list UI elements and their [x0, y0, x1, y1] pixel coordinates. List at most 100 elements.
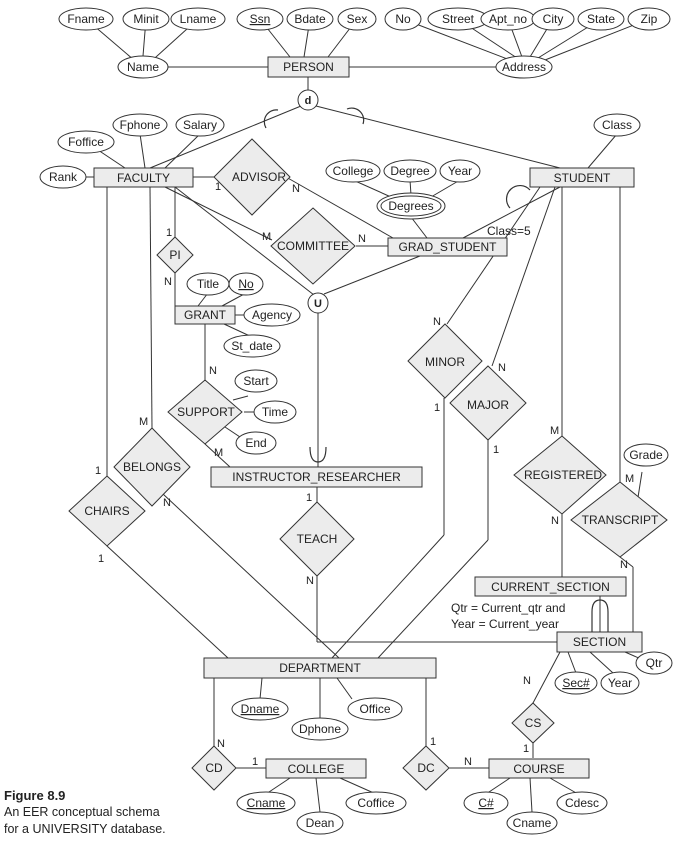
svg-text:M: M: [550, 425, 559, 437]
attr-rank: Rank: [49, 170, 78, 184]
attribute-labels: Fname Minit Lname Ssn Bdate Sex No Stree…: [49, 12, 663, 830]
svg-text:1: 1: [434, 402, 440, 414]
subset-arc-instructor: [309, 446, 327, 463]
svg-text:GRAD_STUDENT: GRAD_STUDENT: [398, 240, 497, 254]
entity-section[interactable]: SECTION: [556, 631, 643, 653]
subset-arcs: [263, 107, 609, 632]
attr-year: Year: [448, 164, 472, 178]
attr-sec-year: Year: [608, 676, 632, 690]
entity-person[interactable]: PERSON: [267, 56, 350, 78]
entity-faculty[interactable]: FACULTY: [93, 167, 194, 188]
connector-lines: [85, 18, 650, 813]
attr-fname: Fname: [67, 12, 105, 26]
svg-text:N: N: [523, 675, 531, 687]
entity-current-section[interactable]: CURRENT_SECTION: [474, 576, 627, 597]
attr-office: Office: [359, 702, 390, 716]
svg-text:CHAIRS: CHAIRS: [84, 504, 129, 518]
svg-text:1: 1: [523, 743, 529, 755]
svg-text:SECTION: SECTION: [573, 635, 626, 649]
entity-instructor-researcher[interactable]: INSTRUCTOR_RESEARCHER: [210, 466, 423, 488]
svg-text:PI: PI: [169, 248, 180, 262]
svg-text:N: N: [358, 233, 366, 245]
attr-coffice: Coffice: [357, 796, 394, 810]
svg-text:N: N: [163, 497, 171, 509]
svg-text:N: N: [164, 276, 172, 288]
svg-text:STUDENT: STUDENT: [554, 171, 611, 185]
svg-text:SUPPORT: SUPPORT: [177, 405, 235, 419]
attr-degrees: Degrees: [388, 199, 433, 213]
attr-city: City: [543, 12, 564, 26]
svg-text:N: N: [620, 559, 628, 571]
disjoint-circle: d: [297, 89, 319, 111]
relationship-major[interactable]: MAJOR: [449, 365, 527, 441]
figure-caption: Figure 8.9 An EER conceptual schema for …: [4, 787, 166, 838]
attr-college: College: [333, 164, 374, 178]
relationship-advisor[interactable]: ADVISOR: [213, 138, 291, 216]
attr-ssn: Ssn: [250, 12, 271, 26]
relationship-support[interactable]: SUPPORT: [167, 379, 243, 445]
attr-grade: Grade: [629, 448, 663, 462]
svg-text:ADVISOR: ADVISOR: [232, 170, 286, 184]
svg-text:N: N: [551, 515, 559, 527]
union-circle: U: [307, 292, 329, 314]
relationship-cs[interactable]: CS: [511, 702, 555, 744]
svg-text:N: N: [498, 362, 506, 374]
attr-sex: Sex: [347, 12, 368, 26]
svg-text:TRANSCRIPT: TRANSCRIPT: [582, 513, 659, 527]
current-predicate-line1: Qtr = Current_qtr and: [451, 601, 565, 615]
caption-line-2: for a UNIVERSITY database.: [4, 822, 166, 836]
attr-street: Street: [442, 12, 475, 26]
attr-course-cname: Cname: [513, 816, 552, 830]
svg-text:1: 1: [306, 492, 312, 504]
svg-text:TEACH: TEACH: [297, 532, 338, 546]
attr-dean: Dean: [306, 816, 335, 830]
relationship-cd[interactable]: CD: [191, 745, 237, 791]
attr-start: Start: [243, 374, 269, 388]
relationship-chairs[interactable]: CHAIRS: [68, 475, 146, 547]
subset-arc-faculty: [263, 109, 279, 129]
svg-text:FACULTY: FACULTY: [117, 171, 170, 185]
entity-course[interactable]: COURSE: [488, 758, 590, 779]
attr-fphone: Fphone: [120, 118, 161, 132]
svg-text:GRANT: GRANT: [184, 308, 227, 322]
subset-arc-grad: [505, 184, 531, 209]
attr-lname: Lname: [180, 12, 217, 26]
attr-minit: Minit: [133, 12, 159, 26]
attr-degree: Degree: [390, 164, 430, 178]
attr-time: Time: [262, 405, 289, 419]
entity-grant[interactable]: GRANT: [174, 305, 236, 325]
entity-department[interactable]: DEPARTMENT: [203, 657, 437, 679]
svg-text:REGISTERED: REGISTERED: [524, 468, 602, 482]
attr-cname: Cname: [247, 796, 286, 810]
svg-text:M: M: [262, 231, 271, 243]
attr-state: State: [587, 12, 615, 26]
entity-college[interactable]: COLLEGE: [265, 758, 367, 779]
attribute-ellipses: [39, 7, 673, 835]
relationship-teach[interactable]: TEACH: [279, 501, 355, 577]
attr-class: Class: [602, 118, 632, 132]
relationship-dc[interactable]: DC: [402, 745, 450, 791]
entity-student[interactable]: STUDENT: [529, 167, 635, 188]
predicate-labels: Class=5 Qtr = Current_qtr and Year = Cur…: [451, 224, 565, 631]
svg-text:N: N: [306, 575, 314, 587]
svg-text:MINOR: MINOR: [425, 355, 465, 369]
relationship-transcript[interactable]: TRANSCRIPT: [570, 481, 668, 558]
relationship-registered[interactable]: REGISTERED: [513, 435, 607, 515]
svg-text:1: 1: [430, 736, 436, 748]
relationship-minor[interactable]: MINOR: [407, 323, 483, 399]
svg-text:INSTRUCTOR_RESEARCHER: INSTRUCTOR_RESEARCHER: [232, 470, 401, 484]
relationship-pi[interactable]: PI: [156, 236, 194, 274]
attr-cdesc: Cdesc: [565, 796, 599, 810]
svg-text:M: M: [214, 447, 223, 459]
attr-st-date: St_date: [231, 339, 273, 353]
svg-text:N: N: [209, 365, 217, 377]
svg-text:CS: CS: [525, 716, 542, 730]
entity-grad-student[interactable]: GRAD_STUDENT: [387, 237, 508, 257]
svg-text:1: 1: [166, 227, 172, 239]
attr-grant-no: No: [238, 277, 254, 291]
class-predicate: Class=5: [487, 224, 531, 238]
svg-text:1: 1: [215, 181, 221, 193]
relationship-belongs[interactable]: BELONGS: [113, 427, 191, 507]
relationship-committee[interactable]: COMMITTEE: [270, 207, 356, 285]
